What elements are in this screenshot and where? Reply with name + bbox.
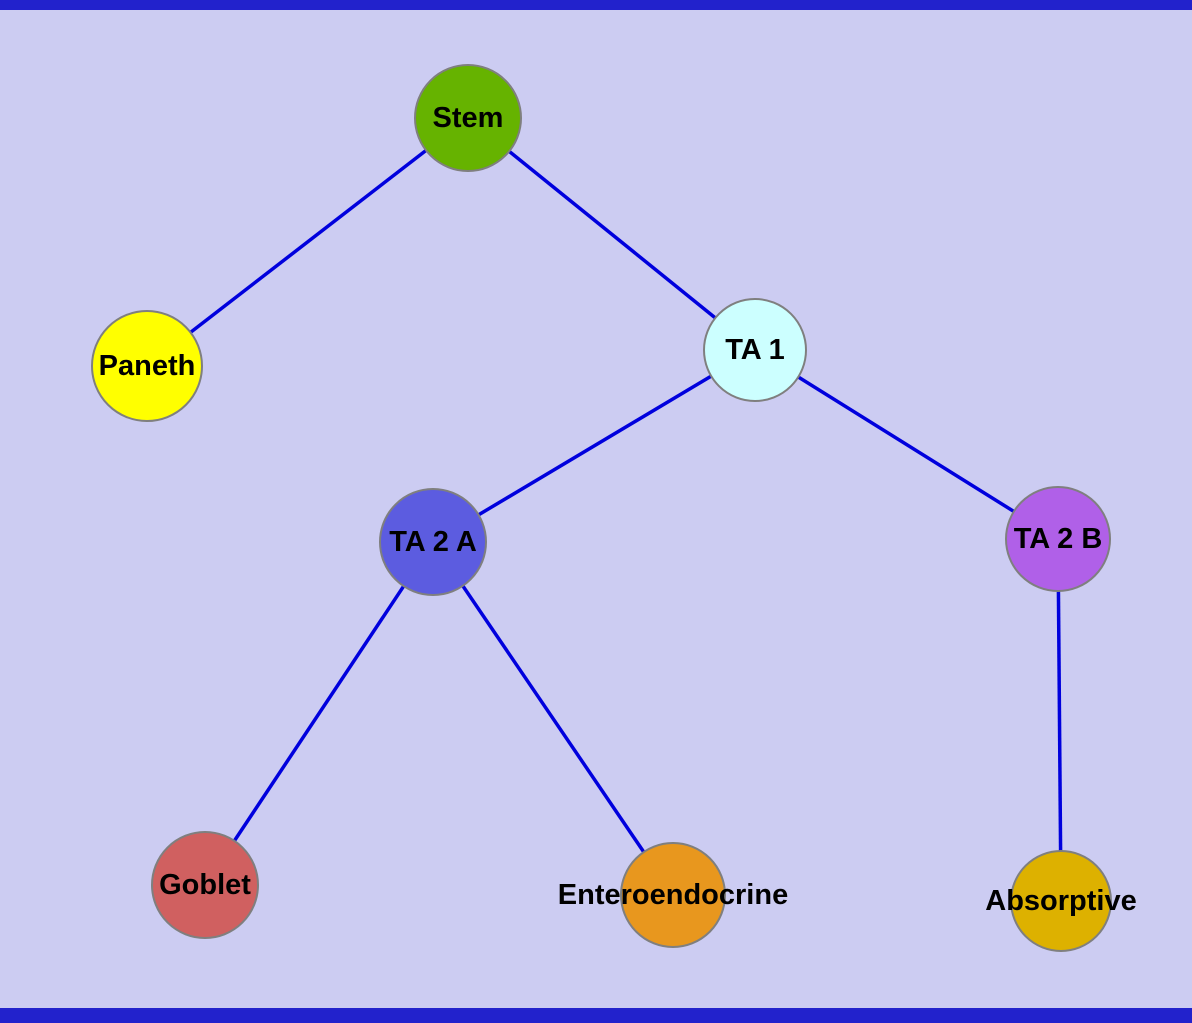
edge-stem-ta1 (466, 116, 757, 352)
top-border (0, 0, 1192, 10)
node-ta2b[interactable] (1005, 486, 1111, 592)
edge-ta1-ta2a (432, 348, 756, 544)
node-enteroendocrine[interactable] (620, 842, 726, 948)
node-ta2a[interactable] (379, 488, 487, 596)
edge-ta2a-goblet (203, 541, 435, 886)
node-absorptive[interactable] (1010, 850, 1112, 952)
node-goblet[interactable] (151, 831, 259, 939)
edge-ta2b-absorptive (1056, 538, 1063, 902)
edge-ta2a-enteroendocrine (431, 541, 675, 896)
node-ta1[interactable] (703, 298, 807, 402)
edge-ta1-ta2b (754, 348, 1059, 541)
bottom-border (0, 1008, 1192, 1023)
edge-stem-paneth (145, 116, 470, 368)
node-paneth[interactable] (91, 310, 203, 422)
node-stem[interactable] (414, 64, 522, 172)
